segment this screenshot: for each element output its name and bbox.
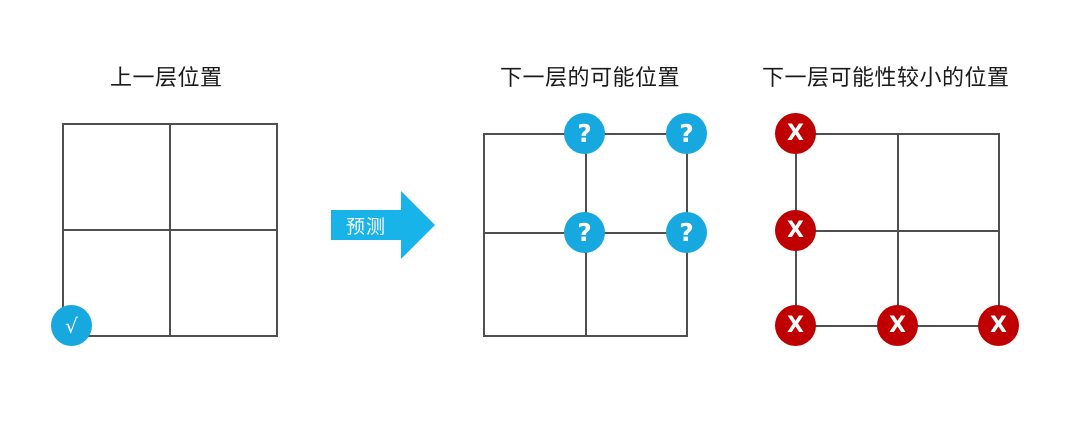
- grid-line-right: [276, 123, 278, 337]
- cross-marker[interactable]: X: [877, 305, 918, 346]
- panel-title-less-likely: 下一层可能性较小的位置: [762, 66, 1010, 91]
- grid-line-left: [62, 123, 64, 337]
- question-marker[interactable]: ?: [564, 113, 605, 154]
- grid-less-likely: [795, 133, 1000, 327]
- panel-title-next: 下一层的可能位置: [500, 66, 681, 91]
- panel-title-previous: 上一层位置: [110, 66, 223, 91]
- prediction-arrow: 预测: [331, 191, 435, 259]
- cross-marker[interactable]: X: [775, 210, 816, 251]
- cross-marker[interactable]: X: [978, 305, 1019, 346]
- grid-line-left: [483, 133, 485, 337]
- cross-marker[interactable]: X: [775, 305, 816, 346]
- question-marker[interactable]: ?: [666, 113, 707, 154]
- question-marker[interactable]: ?: [666, 212, 707, 253]
- grid-line-center: [897, 133, 899, 327]
- check-marker[interactable]: √: [51, 305, 92, 346]
- grid-line-right: [998, 133, 1000, 327]
- grid-previous-layer: [62, 123, 278, 337]
- question-marker[interactable]: ?: [564, 212, 605, 253]
- grid-line-center: [169, 123, 171, 337]
- arrow-right-icon: [331, 191, 435, 259]
- cross-marker[interactable]: X: [775, 113, 816, 154]
